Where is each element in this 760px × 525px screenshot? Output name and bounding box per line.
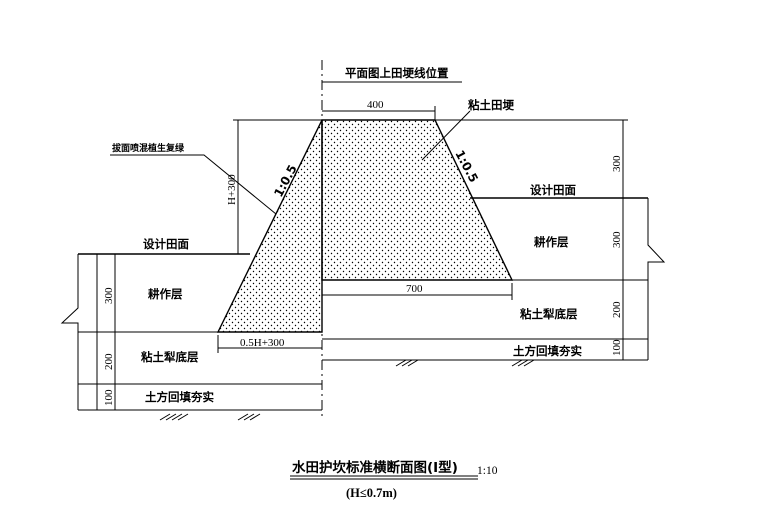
slope-planting-label: 拔面喷混植生复绿 xyxy=(112,142,185,154)
backfill-right-label: 土方回填夯实 xyxy=(513,344,582,358)
drawing-title: 水田护坎标准横断面图(Ⅰ型) xyxy=(292,459,458,476)
base-dimensions xyxy=(217,283,513,353)
right-dimension-lines xyxy=(435,119,628,360)
drawing-subtitle: (H≤0.7m) xyxy=(346,486,397,500)
ridge-height-dimension xyxy=(233,119,322,254)
right-300-top-value: 300 xyxy=(611,155,623,172)
plan-position-label: 平面图上田埂线位置 xyxy=(345,66,449,80)
plough-pan-left-label: 粘土犁底层 xyxy=(141,350,199,364)
backfill-left-label: 土方回填夯实 xyxy=(145,390,214,404)
plough-layer-left-label: 耕作层 xyxy=(147,287,183,301)
left-100-value: 100 xyxy=(103,389,115,406)
plough-layer-right-label: 耕作层 xyxy=(533,235,569,249)
plough-pan-right-label: 粘土犁底层 xyxy=(520,307,578,321)
design-surface-left-label: 设计田面 xyxy=(143,237,189,251)
left-200-value: 200 xyxy=(103,353,115,370)
leader-lines xyxy=(110,81,471,215)
top-width-dimension xyxy=(322,106,436,120)
right-200-value: 200 xyxy=(611,301,623,318)
drawing-scale: 1:10 xyxy=(477,465,498,477)
right-100-value: 100 xyxy=(611,339,623,356)
ridge-height-value: H+300 xyxy=(226,174,238,205)
ridge-left-slope-body xyxy=(216,119,323,333)
top-width-value: 400 xyxy=(367,99,384,111)
clay-ridge-body xyxy=(321,119,514,281)
base-extension-left-value: 0.5H+300 xyxy=(240,337,285,349)
design-surface-right-label: 设计田面 xyxy=(530,183,576,197)
clay-ridge-label: 粘土田埂 xyxy=(468,98,514,112)
ground-hatch xyxy=(159,359,535,421)
right-300-value: 300 xyxy=(611,231,623,248)
base-extension-right-value: 700 xyxy=(406,283,423,295)
left-300-value: 300 xyxy=(103,287,115,304)
left-layers xyxy=(60,253,322,411)
left-dimension-lines xyxy=(92,254,116,410)
